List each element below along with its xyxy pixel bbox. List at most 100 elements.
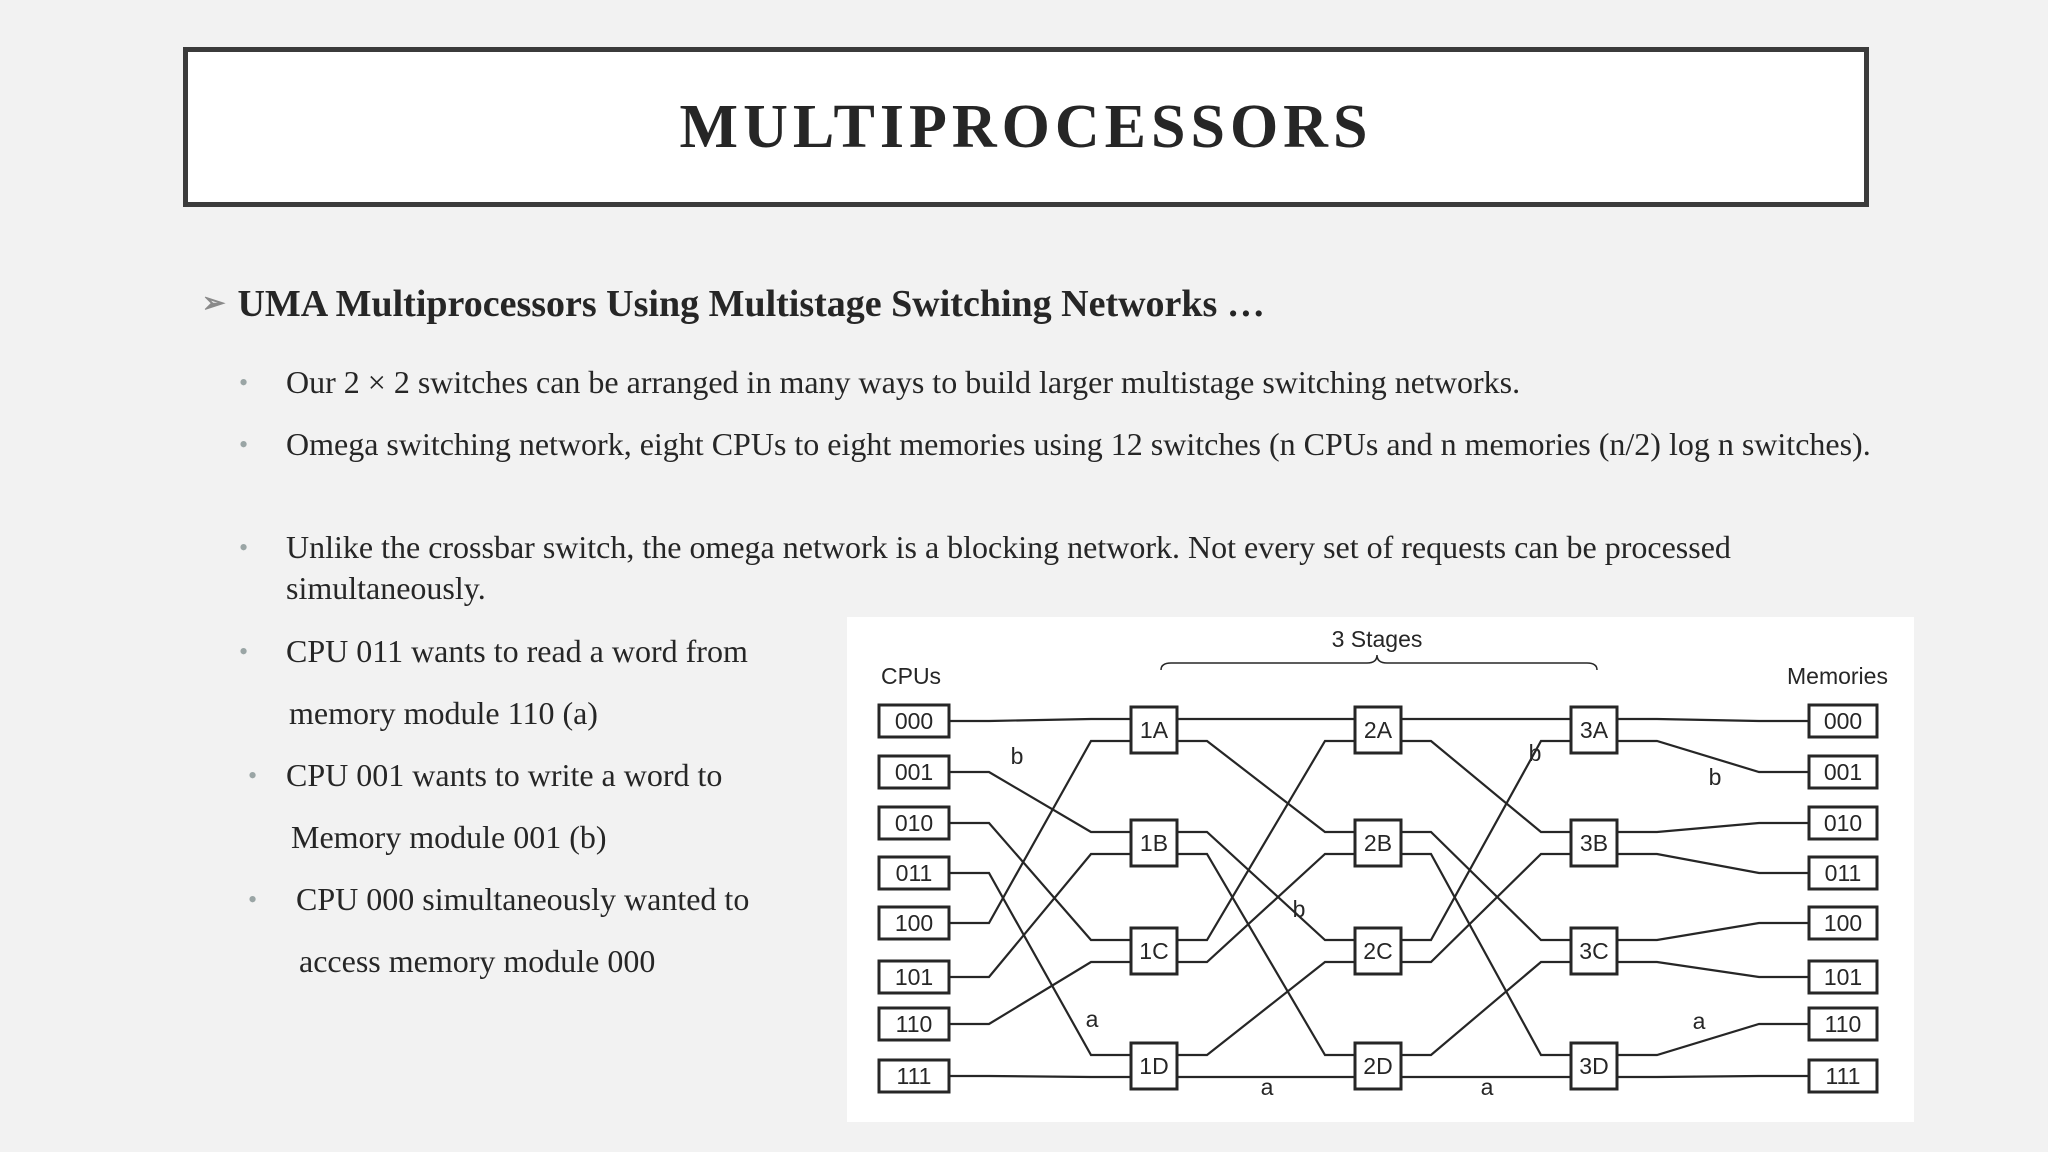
stages-brace xyxy=(1160,654,1598,671)
memory-label: 000 xyxy=(1824,708,1862,734)
switch-label: 3D xyxy=(1579,1053,1608,1079)
title-box: MULTIPROCESSORS xyxy=(183,47,1869,207)
bullet-text: Omega switching network, eight CPUs to e… xyxy=(286,426,1871,462)
cpu-label: 111 xyxy=(897,1063,932,1089)
switch-label: 1B xyxy=(1140,830,1168,856)
network-wire xyxy=(949,852,1131,979)
cpu-box xyxy=(877,905,951,941)
network-wire xyxy=(1401,739,1571,942)
path-annotation: a xyxy=(1481,1074,1494,1100)
switch-label: 1D xyxy=(1139,1053,1168,1079)
slide-title: MULTIPROCESSORS xyxy=(679,92,1373,161)
network-wire xyxy=(949,717,1131,723)
example-text: memory module 110 (a) xyxy=(289,695,598,731)
section-heading: ➢ UMA Multiprocessors Using Multistage Sw… xyxy=(202,282,1265,326)
example-line: memory module 110 (a) xyxy=(289,693,849,734)
memory-box xyxy=(1807,959,1879,995)
memory-box xyxy=(1807,703,1879,739)
cpus-header: CPUs xyxy=(881,663,941,689)
cpu-box xyxy=(877,1058,951,1094)
memory-label: 101 xyxy=(1824,964,1862,990)
heading-text: UMA Multiprocessors Using Multistage Swi… xyxy=(237,283,1265,325)
cpu-label: 101 xyxy=(895,964,933,990)
cpu-box xyxy=(877,703,951,739)
switch-box xyxy=(1569,818,1619,868)
switch-box xyxy=(1353,705,1403,755)
path-annotation: b xyxy=(1529,740,1542,766)
cpu-box xyxy=(877,754,951,790)
network-wire xyxy=(1177,830,1355,942)
bullet-text: Unlike the crossbar switch, the omega ne… xyxy=(286,529,1731,606)
network-wire xyxy=(1617,821,1809,834)
example-text: CPU 001 wants to write a word to xyxy=(286,757,723,793)
network-wire xyxy=(1401,830,1571,942)
memories-header: Memories xyxy=(1787,663,1888,689)
path-annotation: b xyxy=(1709,764,1722,790)
switch-box xyxy=(1129,705,1179,755)
switch-label: 3A xyxy=(1580,717,1609,743)
memory-box xyxy=(1807,805,1879,841)
network-wire xyxy=(1617,960,1809,979)
arrow-bullet-icon: ➢ xyxy=(202,288,226,319)
network-wire xyxy=(1617,739,1809,774)
example-text: CPU 011 wants to read a word from xyxy=(286,633,748,669)
switch-label: 3B xyxy=(1580,830,1608,856)
memory-label: 111 xyxy=(1826,1063,1861,1089)
network-wire xyxy=(949,821,1131,942)
network-wire xyxy=(1617,1022,1809,1057)
example-line: access memory module 000 xyxy=(299,941,859,982)
memory-label: 001 xyxy=(1824,759,1862,785)
network-wire xyxy=(1177,739,1355,834)
switch-box xyxy=(1353,1041,1403,1091)
network-wire xyxy=(1617,717,1809,723)
bullet-dot-icon: • xyxy=(239,368,249,397)
switch-label: 2D xyxy=(1363,1053,1392,1079)
path-annotation: a xyxy=(1693,1008,1706,1034)
bullet-dot-icon: • xyxy=(239,637,249,666)
network-wire xyxy=(949,770,1131,834)
bullet-text: Our 2 × 2 switches can be arranged in ma… xyxy=(286,364,1521,400)
cpu-box xyxy=(877,805,951,841)
path-annotation: a xyxy=(1086,1006,1099,1032)
network-wire xyxy=(1401,852,1571,1057)
switch-box xyxy=(1569,705,1619,755)
cpu-label: 000 xyxy=(895,708,933,734)
switch-box xyxy=(1129,1041,1179,1091)
network-wire xyxy=(1177,852,1355,1057)
path-annotation: a xyxy=(1261,1074,1274,1100)
cpu-box xyxy=(877,855,951,891)
switch-box xyxy=(1353,818,1403,868)
memory-box xyxy=(1807,905,1879,941)
network-wire xyxy=(949,739,1131,925)
cpu-box xyxy=(877,1006,951,1042)
switch-label: 2B xyxy=(1364,830,1392,856)
network-wire xyxy=(1617,921,1809,942)
cpu-label: 001 xyxy=(895,759,933,785)
cpu-label: 011 xyxy=(896,860,933,886)
network-wire xyxy=(1401,960,1571,1057)
memory-box xyxy=(1807,855,1879,891)
switch-label: 2A xyxy=(1364,717,1393,743)
switch-box xyxy=(1353,926,1403,976)
cpu-box xyxy=(877,959,951,995)
network-wire xyxy=(1177,960,1355,1057)
example-line: • CPU 000 simultaneously wanted to xyxy=(248,879,856,920)
network-wire xyxy=(1177,739,1355,942)
switch-label: 3C xyxy=(1579,938,1608,964)
memory-box xyxy=(1807,1058,1879,1094)
bullet-dot-icon: • xyxy=(239,533,249,562)
switch-box xyxy=(1129,818,1179,868)
path-annotation: b xyxy=(1293,896,1306,922)
switch-label: 2C xyxy=(1363,938,1392,964)
example-line: • CPU 011 wants to read a word from xyxy=(239,631,846,672)
example-text: access memory module 000 xyxy=(299,943,656,979)
example-text: CPU 000 simultaneously wanted to xyxy=(296,881,750,917)
switch-label: 1A xyxy=(1140,717,1169,743)
network-wire xyxy=(1401,739,1571,834)
omega-network-svg: 0000010100111001011101110000010100111001… xyxy=(877,626,1888,1100)
memory-label: 010 xyxy=(1824,810,1862,836)
memory-label: 011 xyxy=(1825,860,1862,886)
cpu-label: 100 xyxy=(895,910,933,936)
memory-label: 110 xyxy=(1825,1011,1862,1037)
